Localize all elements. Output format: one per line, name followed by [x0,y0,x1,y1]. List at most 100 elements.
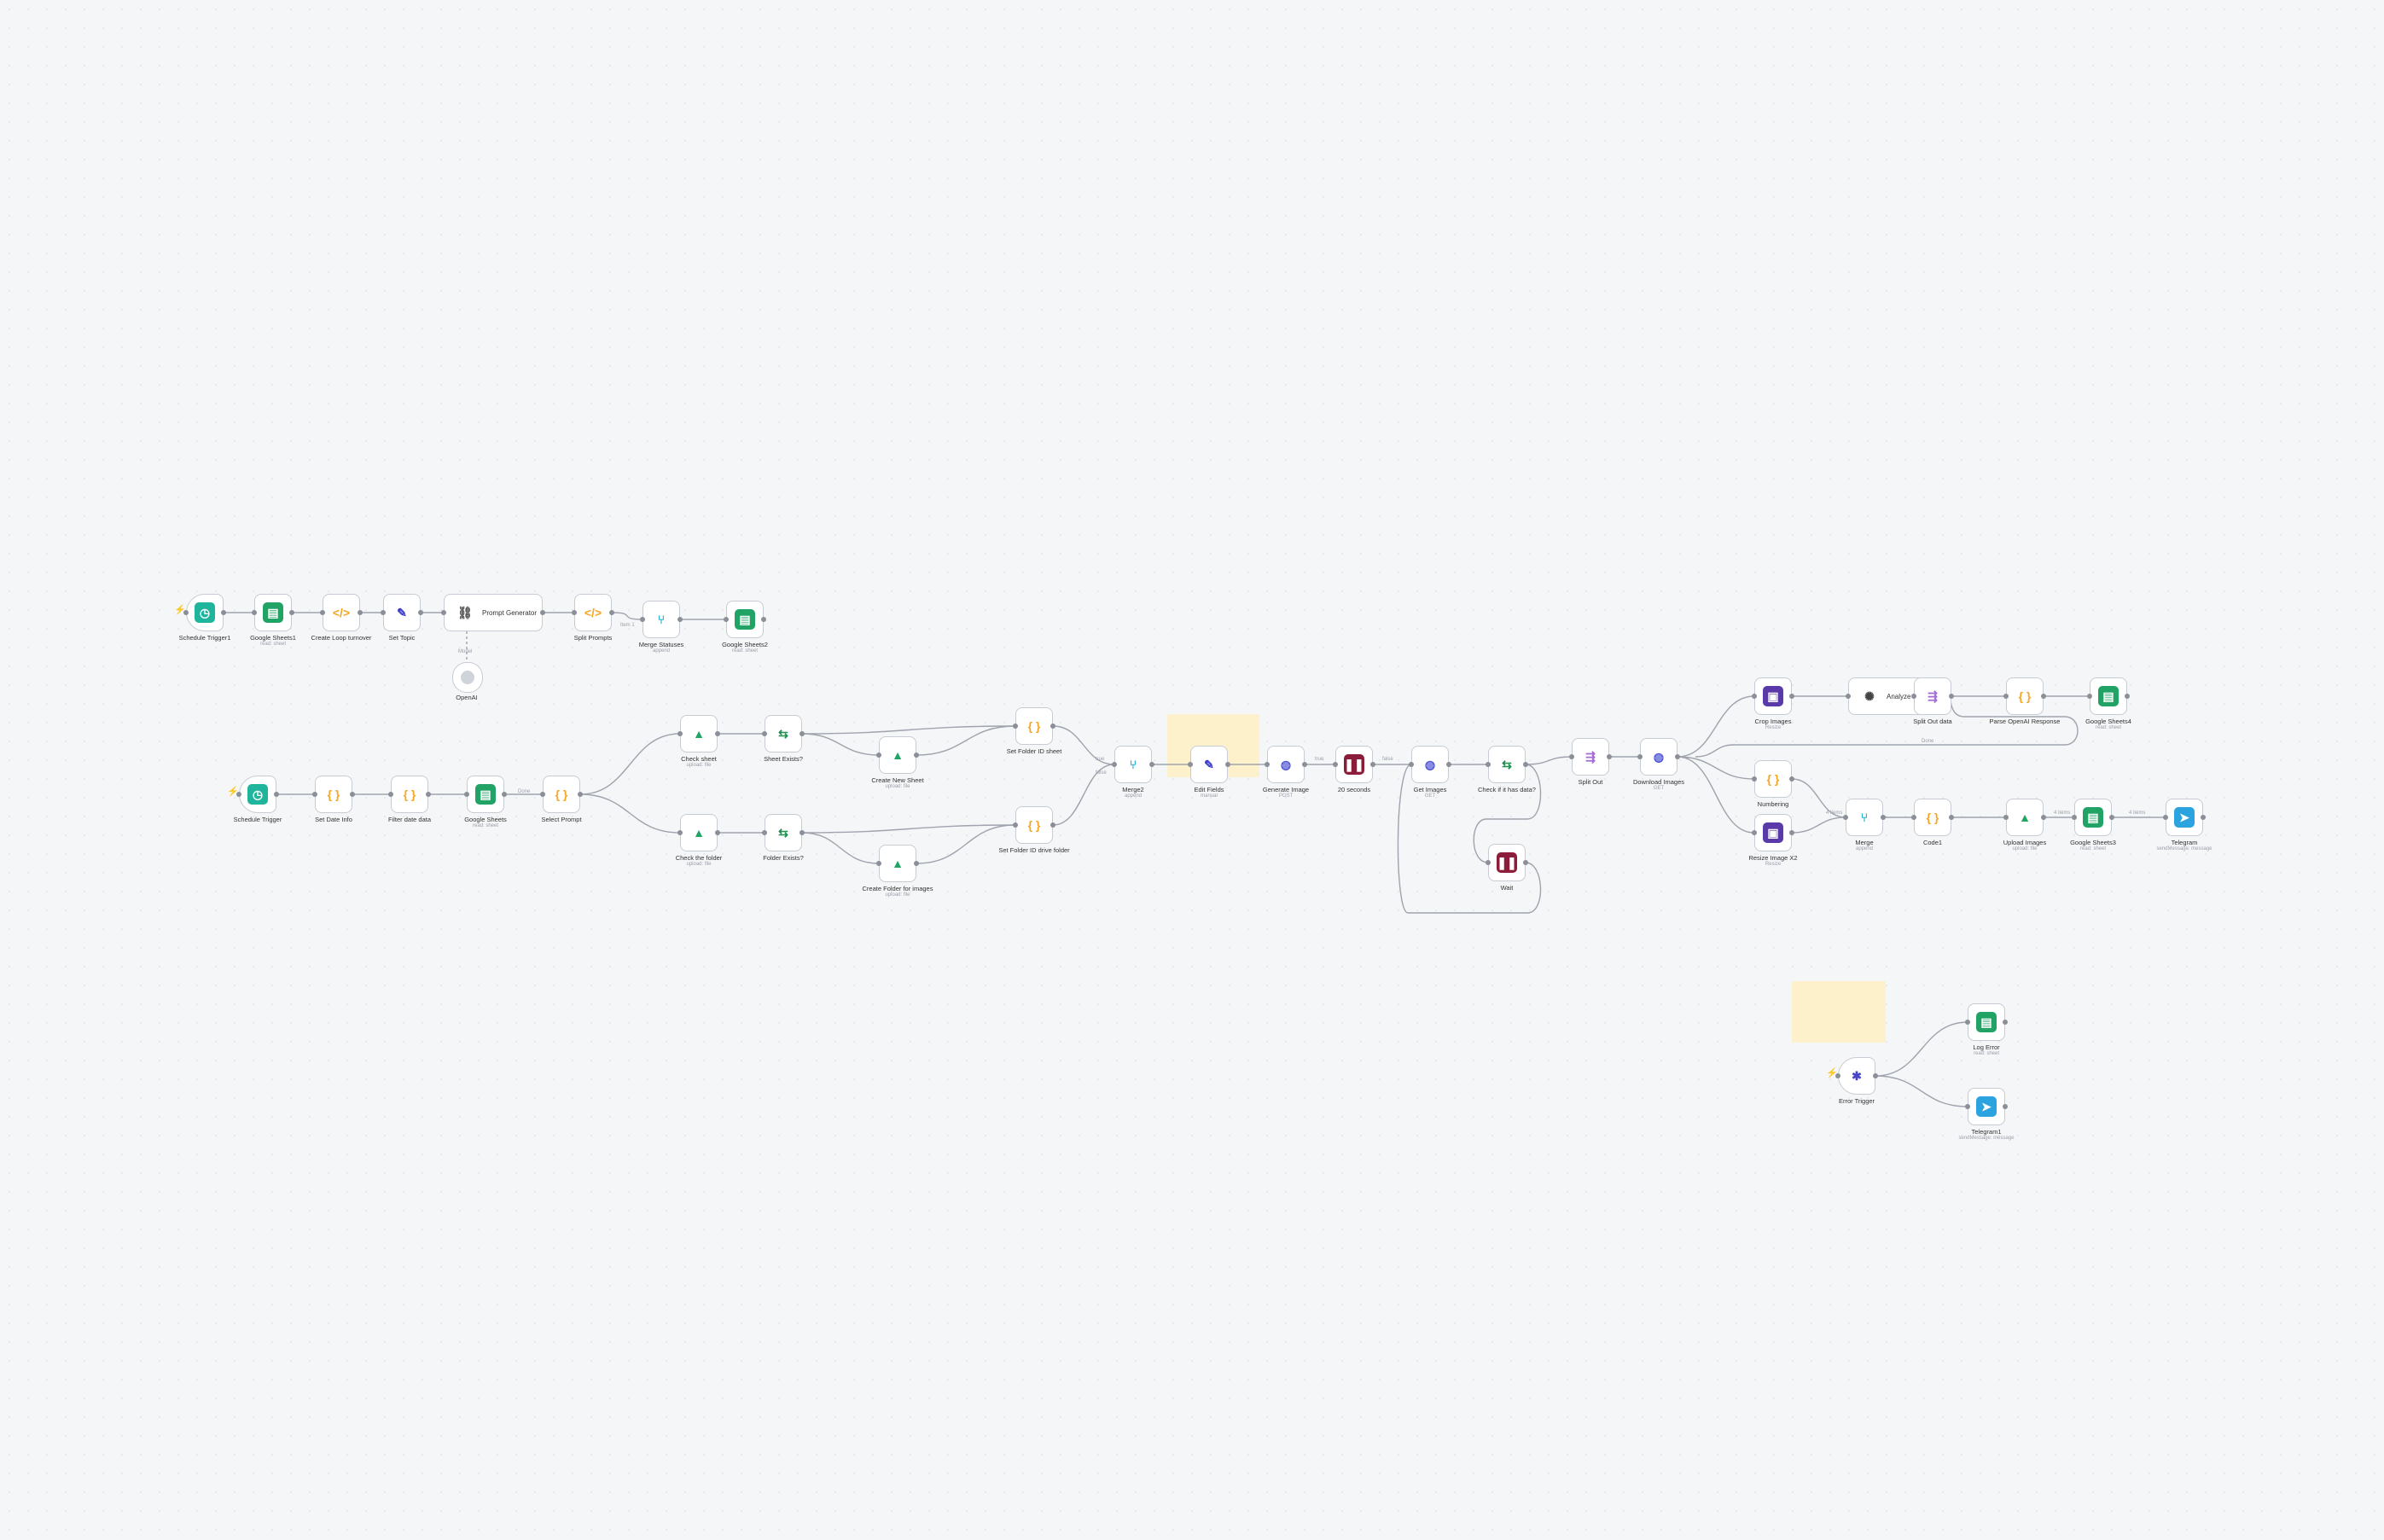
connection-port[interactable] [1265,762,1270,767]
connection-line[interactable] [1052,764,1115,826]
node-merge-statuses[interactable]: ⑂ [643,601,680,638]
connection-line[interactable] [579,733,681,795]
connection-port[interactable] [1523,860,1528,865]
connection-port[interactable] [715,731,720,736]
connection-port[interactable] [350,792,355,797]
node-set-folder-id-sheet[interactable]: { } [1015,707,1053,745]
sticky-note[interactable] [1792,981,1886,1043]
node-telegram-1[interactable]: ➤ [1968,1088,2005,1125]
connection-port[interactable] [1446,762,1451,767]
connection-line[interactable] [1677,695,1755,758]
node-filter-date-data[interactable]: { } [391,776,428,813]
node-folder-exists[interactable]: ⇆ [765,814,802,851]
node-log-error[interactable]: ▤ [1968,1003,2005,1041]
connection-line[interactable] [1677,756,1755,780]
connection-port[interactable] [1789,830,1794,835]
connection-port[interactable] [1949,694,1954,699]
node-download-images[interactable]: ◍ [1640,738,1678,776]
connection-port[interactable] [502,792,507,797]
connection-line[interactable] [1052,725,1115,765]
connection-line[interactable] [1473,764,1542,863]
node-parse-openai-response[interactable]: { } [2006,677,2044,715]
connection-port[interactable] [381,610,386,615]
connection-line[interactable] [611,612,643,620]
node-wait-20-seconds[interactable]: ❚❚ [1335,746,1373,783]
node-prompt-generator[interactable]: ⛓Prompt Generator [444,594,543,631]
connection-port[interactable] [252,610,257,615]
connection-port[interactable] [2041,694,2046,699]
connection-port[interactable] [441,610,446,615]
node-set-folder-id-drive-folder[interactable]: { } [1015,806,1053,844]
connection-port[interactable] [1188,762,1193,767]
connection-line[interactable] [801,725,1016,735]
connection-line[interactable] [1695,695,2079,758]
connection-port[interactable] [2087,694,2092,699]
connection-port[interactable] [1050,822,1055,828]
connection-port[interactable] [677,830,683,835]
connection-line[interactable] [1397,764,1542,914]
connection-port[interactable] [2072,815,2077,820]
node-google-sheets-3[interactable]: ▤ [2074,799,2112,836]
connection-port[interactable] [418,610,423,615]
node-schedule-trigger-1[interactable]: ◷ [186,594,224,631]
node-telegram[interactable]: ➤ [2166,799,2203,836]
connection-port[interactable] [1523,762,1528,767]
connection-port[interactable] [2109,815,2114,820]
connection-port[interactable] [1911,815,1916,820]
connection-port[interactable] [358,610,363,615]
connection-line[interactable] [1791,778,1846,818]
connection-port[interactable] [914,861,919,866]
node-get-images[interactable]: ◍ [1411,746,1449,783]
node-upload-images[interactable]: ▲ [2006,799,2044,836]
connection-port[interactable] [1846,694,1851,699]
connection-port[interactable] [1965,1020,1970,1025]
connection-port[interactable] [274,792,279,797]
node-google-sheets[interactable]: ▤ [467,776,504,813]
connection-port[interactable] [1752,694,1757,699]
connection-port[interactable] [715,830,720,835]
connection-line[interactable] [801,824,1016,834]
node-create-loop-turnover[interactable]: </> [323,594,360,631]
connection-port[interactable] [1149,762,1154,767]
node-set-date-info[interactable]: { } [315,776,352,813]
connection-port[interactable] [312,792,317,797]
connection-port[interactable] [2003,1104,2008,1109]
connection-port[interactable] [800,830,805,835]
connection-port[interactable] [183,610,189,615]
node-google-sheets-2[interactable]: ▤ [726,601,764,638]
connection-line[interactable] [1525,756,1573,765]
node-create-folder-for-images[interactable]: ▲ [879,845,916,882]
connection-port[interactable] [2125,694,2130,699]
node-merge[interactable]: ⑂ [1846,799,1883,836]
connection-port[interactable] [1789,694,1794,699]
connection-port[interactable] [1225,762,1230,767]
connection-port[interactable] [724,617,729,622]
node-error-trigger[interactable]: ✱ [1838,1057,1875,1095]
connection-port[interactable] [1486,762,1491,767]
node-edit-fields[interactable]: ✎ [1190,746,1228,783]
node-check-sheet[interactable]: ▲ [680,715,718,753]
connection-port[interactable] [914,753,919,758]
connection-port[interactable] [876,861,881,866]
connection-port[interactable] [540,610,545,615]
connection-port[interactable] [1675,754,1680,759]
connection-port[interactable] [1949,815,1954,820]
node-check-if-it-has-data[interactable]: ⇆ [1488,746,1526,783]
connection-port[interactable] [609,610,614,615]
connection-port[interactable] [1370,762,1375,767]
connection-port[interactable] [388,792,393,797]
connection-port[interactable] [1965,1104,1970,1109]
connection-line[interactable] [1677,756,1755,834]
connection-line[interactable] [1875,1075,1968,1107]
connection-port[interactable] [236,792,241,797]
connection-line[interactable] [1875,1021,1968,1077]
connection-port[interactable] [677,731,683,736]
connection-line[interactable] [1791,816,1846,834]
connection-port[interactable] [540,792,545,797]
connection-port[interactable] [1873,1073,1878,1078]
connection-port[interactable] [2041,815,2046,820]
connection-port[interactable] [1333,762,1338,767]
node-check-the-folder[interactable]: ▲ [680,814,718,851]
connection-port[interactable] [1835,1073,1840,1078]
connection-port[interactable] [578,792,583,797]
